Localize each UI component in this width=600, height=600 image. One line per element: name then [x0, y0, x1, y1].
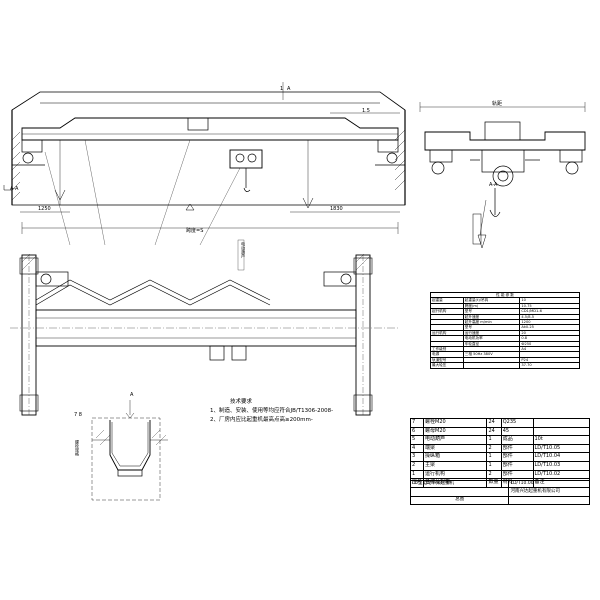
tech-requirements: 技术要求 1、制造、安装、使用等均应符合JB/T1306-2008- 2、厂房内… [210, 398, 410, 425]
bom-cell: LD/T10.03 [532, 460, 590, 471]
detail-note: 螺栓规格 [75, 440, 80, 456]
spec-cell [462, 362, 521, 369]
bom-cell: 部件 [500, 443, 534, 454]
spec-cell: 最大轮压 [430, 362, 464, 369]
side-view [419, 102, 586, 249]
bom-cell: 成品 [500, 435, 534, 445]
dim-top-i: 1 [280, 86, 284, 92]
bom-cell: 5 [409, 435, 425, 445]
bom-cell: 2 [486, 469, 502, 480]
bom-cell: LD/T10.02 [532, 469, 590, 480]
side-section-label: A-A [10, 186, 19, 192]
bom-cell: 运行机构 [423, 469, 488, 480]
title-block: LD型电动单梁起重机 LD/T10.00 河南兴达起重机有限公司 总图 [409, 479, 590, 505]
bom-cell: 24 [486, 418, 502, 428]
bom-cell: 10t [532, 435, 590, 445]
bom-cell: 4 [409, 443, 425, 454]
detail-label: 7 8 [74, 412, 82, 418]
spec-cell: 37.70 [519, 362, 580, 369]
plan-view [10, 239, 400, 416]
bom-cell [532, 418, 590, 428]
vertical-label: 电动葫芦 [241, 242, 246, 258]
bom-cell: 1 [486, 435, 502, 445]
bom-cell: LD/T10.05 [532, 443, 590, 454]
bom-cell: Q235 [500, 418, 534, 428]
bom-cell: 部件 [500, 469, 534, 480]
tech-title: 技术要求 [230, 399, 253, 405]
bom-cell: 1 [486, 452, 502, 462]
bom-cell: 3 [409, 452, 425, 462]
bom-cell: 2 [486, 443, 502, 454]
span-label: 跨度=S [186, 228, 204, 234]
side-view-label: A-A [489, 182, 498, 188]
bom-cell: 1 [409, 469, 425, 480]
bom-cell: 1 [486, 460, 502, 471]
title-company: 河南兴达起重机有限公司 [508, 487, 590, 498]
rail-label: 1.5 [362, 108, 370, 114]
bom-cell: 部件 [500, 460, 534, 471]
spec-header: 性 能 参 数 [430, 291, 580, 299]
title-sheet: 总图 [409, 496, 510, 505]
bom-cell: 24 [486, 426, 502, 437]
tech-line-2: 2、厂房内应比起重机最高点高≥200mm- [210, 417, 313, 423]
front-view [3, 82, 406, 246]
bom-cell [532, 426, 590, 437]
side-view-dim: 轨距 [492, 101, 503, 107]
bom-cell: 7 [409, 418, 425, 428]
bom-cell: 端梁 [423, 443, 488, 454]
bom-cell: 6 [409, 426, 425, 437]
bom-cell: 2 [409, 460, 425, 471]
dim-top-a: A [287, 86, 291, 92]
spec-row: 最大轮压 37.70 [430, 362, 580, 369]
dim-left: 1250 [38, 206, 51, 212]
section-label: A [130, 392, 134, 398]
title-code: LD/T10.00 [508, 479, 590, 489]
detail-section [91, 400, 168, 501]
bom-cell: 部件 [500, 452, 534, 462]
bom-cell: 螺栓M20 [423, 418, 488, 428]
bom-cell: 主梁 [423, 460, 488, 471]
bom-cell: 45 [500, 426, 534, 437]
dim-right: 1830 [330, 206, 343, 212]
bom-cell: 操纵箱 [423, 452, 488, 462]
title-name: LD型电动单梁起重机 [409, 479, 510, 489]
bom-cell: 电动葫芦 [423, 435, 488, 445]
bom-cell: 螺母M20 [423, 426, 488, 437]
tech-line-1: 1、制造、安装、使用等均应符合JB/T1306-2008- [210, 408, 334, 414]
bom-cell: LD/T10.04 [532, 452, 590, 462]
